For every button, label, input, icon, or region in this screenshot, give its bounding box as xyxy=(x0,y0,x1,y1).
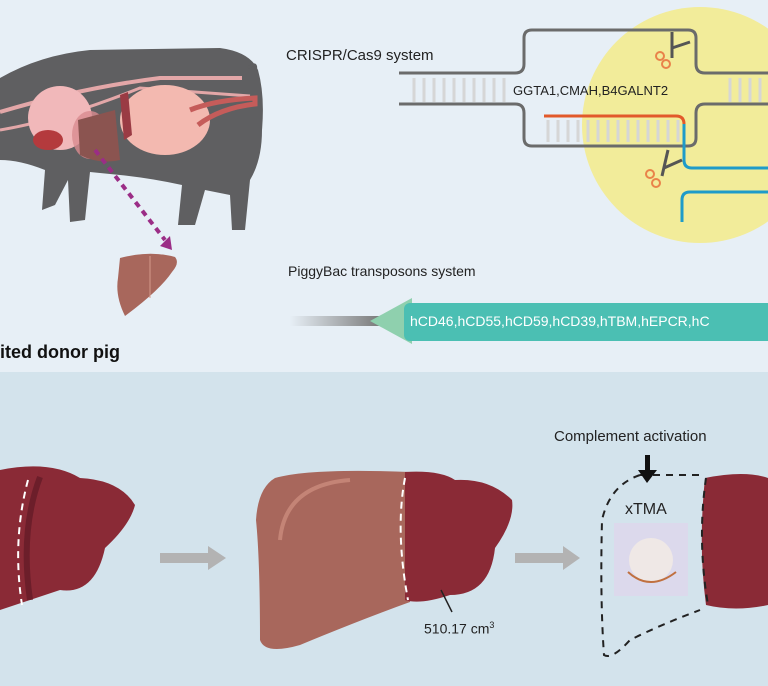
panel-title: ited donor pig xyxy=(0,342,120,362)
diseased-liver-left xyxy=(0,466,135,610)
arrow-head-icon xyxy=(160,236,172,250)
transposon-bar xyxy=(290,316,380,326)
transgene-box xyxy=(404,303,768,341)
complement-activation-label: Complement activation xyxy=(554,428,707,445)
crispr-label: CRISPR/Cas9 system xyxy=(286,47,434,64)
small-liver-icon xyxy=(117,253,177,316)
volume-value: 510.17 cm xyxy=(424,620,490,637)
scissors-icon xyxy=(655,32,691,69)
healthy-liver-graft xyxy=(256,470,513,649)
xtma-label: xTMA xyxy=(625,501,667,518)
crispr-dna-diagram xyxy=(399,28,768,222)
arrow-right-icon xyxy=(515,546,580,570)
volume-label: 510.17 cm3 xyxy=(424,620,494,637)
down-arrow-icon xyxy=(638,455,657,483)
arrow-right-icon xyxy=(160,546,226,570)
dashed-arrow xyxy=(93,148,167,242)
pig-illustration xyxy=(0,48,263,250)
scissors-icon xyxy=(645,149,683,188)
piggybac-label: PiggyBac transposons system xyxy=(288,263,476,279)
resected-liver-outline xyxy=(600,474,768,657)
transgene-list: hCD46,hCD55,hCD59,hCD39,hTBM,hEPCR,hC xyxy=(410,313,710,329)
crispr-genes-label: GGTA1,CMAH,B4GALNT2 xyxy=(513,83,669,98)
transposon-arrow-icon xyxy=(370,298,412,344)
highlight-circle xyxy=(582,7,768,243)
volume-unit-superscript: 3 xyxy=(489,620,495,630)
volume-pointer-line xyxy=(440,589,453,613)
xtma-histology-image xyxy=(614,523,688,596)
